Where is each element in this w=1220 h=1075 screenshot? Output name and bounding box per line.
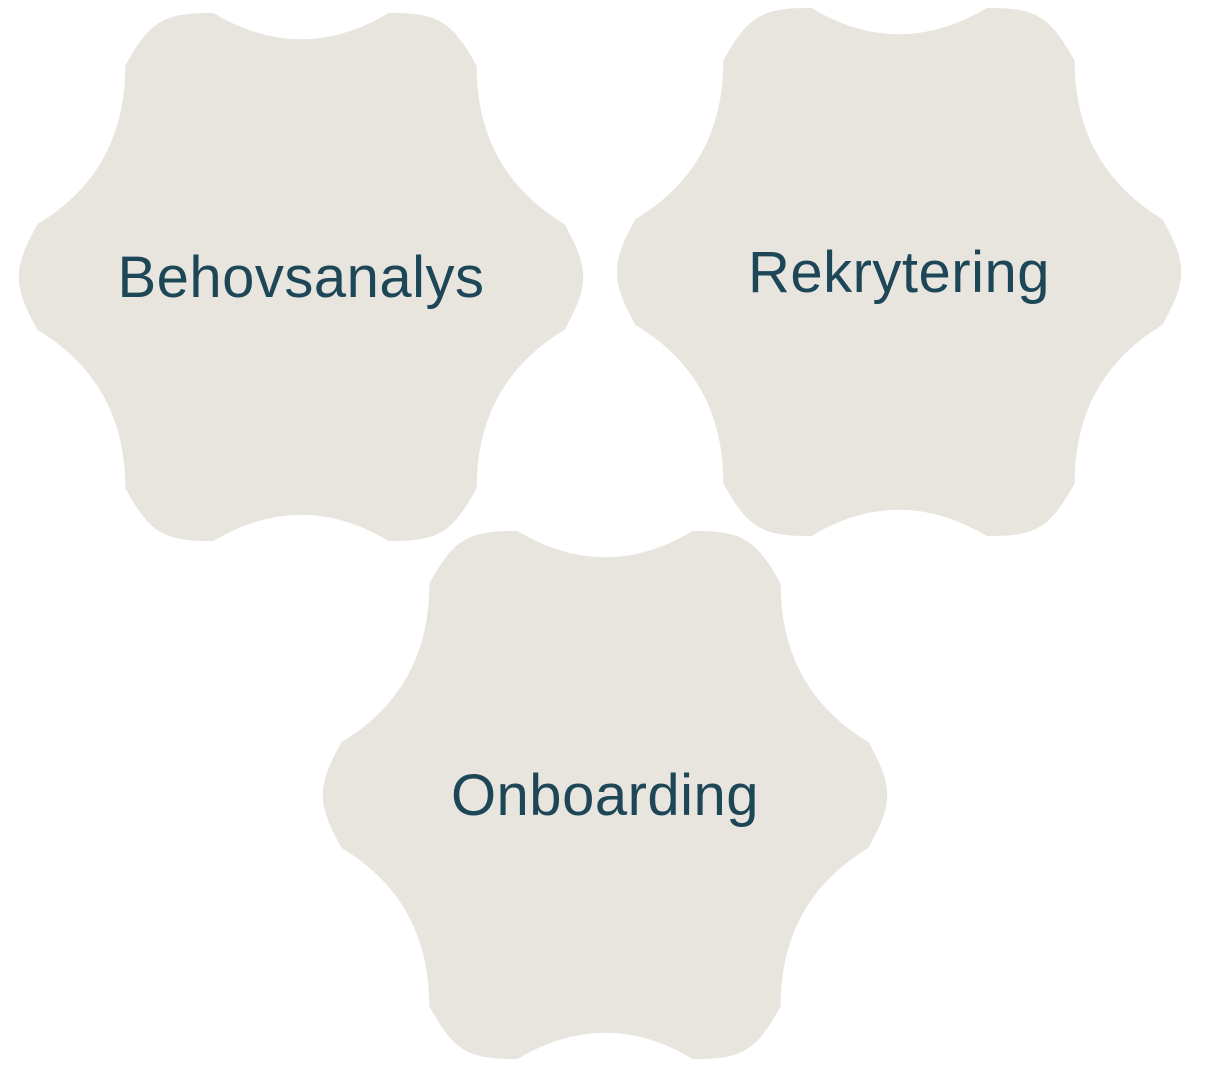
node-onboarding: Onboarding: [305, 515, 905, 1075]
node-rekrytering: Rekrytering: [599, 0, 1199, 552]
node-behovsanalys: Behovsanalys: [1, 0, 601, 557]
node-label: Behovsanalys: [117, 244, 485, 310]
hexagon-shape: [616, 7, 1182, 537]
node-label: Onboarding: [450, 762, 760, 828]
hexagon-shape: [18, 12, 584, 542]
node-label: Rekrytering: [747, 239, 1051, 305]
hexagon-shape: [322, 530, 888, 1060]
